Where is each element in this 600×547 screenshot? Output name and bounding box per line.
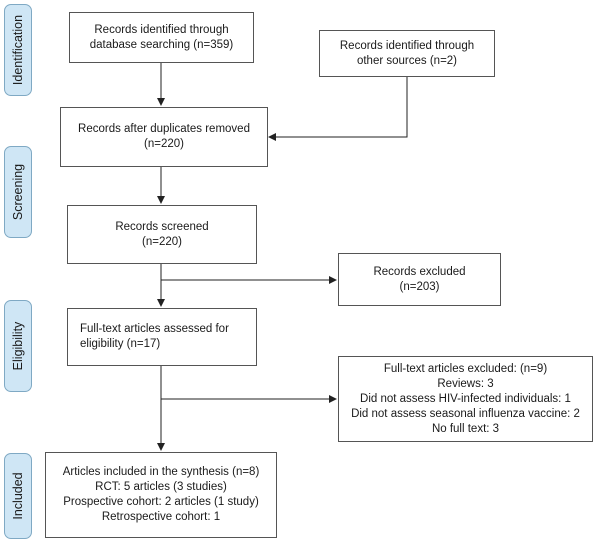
box-line: Records identified through [339,39,475,52]
box-fulltext-assessed: Full-text articles assessed for eligibil… [67,308,257,366]
arrow-other-to-duplicates [268,77,408,141]
phase-included: Included [4,453,32,539]
box-line: Records excluded [373,265,466,278]
box-line: other sources (n=2) [356,54,458,67]
box-included-synthesis: Articles included in the synthesis (n=8)… [45,452,277,538]
phase-screening-label: Screening [11,163,25,221]
phase-included-label: Included [11,472,25,520]
box-other-sources: Records identified through other sources… [319,30,495,77]
box-line: Did not assess HIV-infected individuals:… [360,392,571,405]
box-fulltext-excluded: Full-text articles excluded: (n=9) Revie… [338,356,593,442]
box-line: Prospective cohort: 2 articles (1 study) [63,496,259,508]
phase-eligibility-label: Eligibility [11,321,25,371]
box-line: (n=220) [142,235,182,248]
phase-identification-label: Identification [11,14,25,86]
box-line: (n=203) [399,280,440,293]
box-records-excluded: Records excluded (n=203) [338,253,501,306]
box-line: Records screened [115,220,209,233]
box-line: eligibility (n=17) [80,338,161,350]
box-line: (n=220) [144,138,184,150]
box-line: Did not assess seasonal influenza vaccin… [351,407,580,420]
box-line: Records identified through [94,23,229,36]
box-line: Retrospective cohort: 1 [101,511,221,523]
box-line: Full-text articles excluded: (n=9) [383,362,548,375]
box-duplicates-removed: Records after duplicates removed (n=220) [60,107,268,167]
box-records-screened: Records screened (n=220) [67,205,257,264]
box-line: Articles included in the synthesis (n=8) [62,466,260,478]
phase-screening: Screening [4,146,32,238]
box-line: database searching (n=359) [89,38,234,51]
box-line: Full-text articles assessed for [80,323,229,335]
box-line: Records after duplicates removed [78,123,250,135]
box-database-records: Records identified through database sear… [69,12,254,63]
box-line: RCT: 5 articles (3 studies) [95,481,227,493]
phase-identification: Identification [4,4,32,96]
phase-eligibility: Eligibility [4,300,32,392]
box-line: No full text: 3 [431,422,500,435]
box-line: Reviews: 3 [437,377,494,390]
